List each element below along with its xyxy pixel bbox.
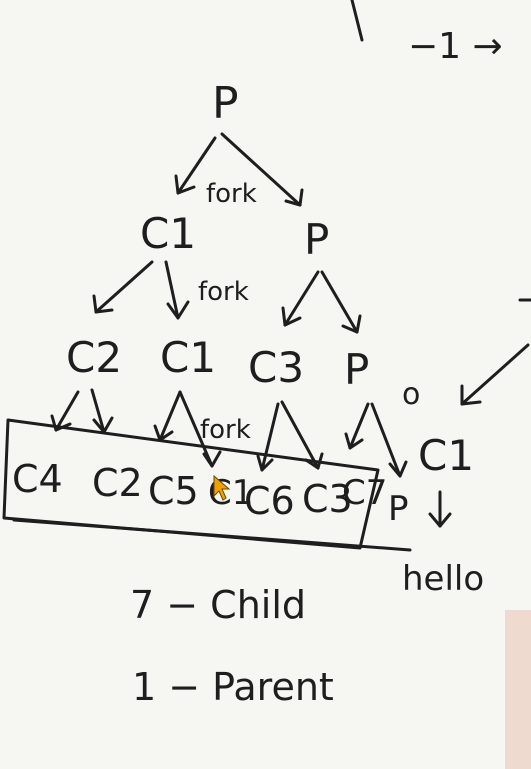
arrow-head (341, 314, 362, 334)
arrow-c1-left (94, 260, 154, 314)
level2-arrows (50, 388, 408, 478)
arrow-root-right (220, 132, 302, 207)
arrow-head (166, 300, 190, 320)
arrow-e (260, 402, 280, 472)
node-c6: C6 (244, 479, 295, 523)
node-l2-c1: C1 (160, 333, 216, 382)
arrow-p-left (283, 270, 320, 327)
arrow-g (348, 402, 370, 450)
top-fragment-text: −1 → (408, 26, 503, 67)
mark-o: o (402, 377, 420, 412)
node-side-c1: C1 (418, 431, 474, 480)
node-p-row: P (388, 489, 409, 529)
arrow-root-left (176, 136, 217, 195)
level1-arrows (92, 260, 362, 334)
arrow-head (256, 454, 274, 472)
edge-smudge (505, 610, 531, 769)
arrow-b (90, 388, 106, 434)
node-c7: C7 (342, 473, 387, 513)
top-stroke (350, 0, 364, 42)
arrow-head (174, 174, 196, 195)
result-box (2, 418, 380, 550)
arrow-head (460, 384, 482, 406)
arrow-head (304, 452, 324, 470)
fork-label-1: fork (206, 179, 257, 209)
node-c5: C5 (148, 469, 199, 513)
underline-to-hello (12, 518, 412, 552)
arrow-head (202, 450, 222, 468)
arrow-h (370, 402, 402, 478)
fork-label-2: fork (198, 277, 249, 307)
summary-parent: 1 − Parent (132, 665, 334, 709)
node-l2-p: P (344, 345, 369, 394)
output-hello: hello (402, 559, 484, 599)
arrow-head (92, 294, 114, 314)
fork-label-3: fork (200, 415, 251, 445)
node-c2: C2 (92, 461, 143, 505)
root-arrows (174, 132, 304, 207)
node-root-p: P (212, 78, 239, 129)
arrow-f (280, 400, 320, 470)
arrow-c (158, 390, 182, 442)
node-c4: C4 (12, 457, 63, 501)
arrow-head (50, 414, 72, 432)
arrow-c1-right (164, 260, 180, 320)
node-l2-c3: C3 (248, 343, 304, 392)
arrow-a (54, 390, 80, 432)
node-c3-row: C3 (302, 477, 353, 521)
arrow-head (428, 512, 452, 528)
arrow-head (344, 432, 364, 450)
arrow-head (388, 460, 408, 478)
arrow-head (284, 188, 304, 207)
cursor-arrow-icon (213, 474, 231, 501)
arrow-into-c1 (460, 343, 530, 406)
arrow-d (178, 390, 214, 468)
summary-child: 7 − Child (130, 583, 306, 627)
arrow-head (281, 306, 302, 327)
node-l1-p: P (304, 215, 329, 264)
node-l2-c2: C2 (66, 333, 122, 382)
node-l1-c1: C1 (140, 209, 196, 258)
arrow-p-right (320, 270, 359, 334)
